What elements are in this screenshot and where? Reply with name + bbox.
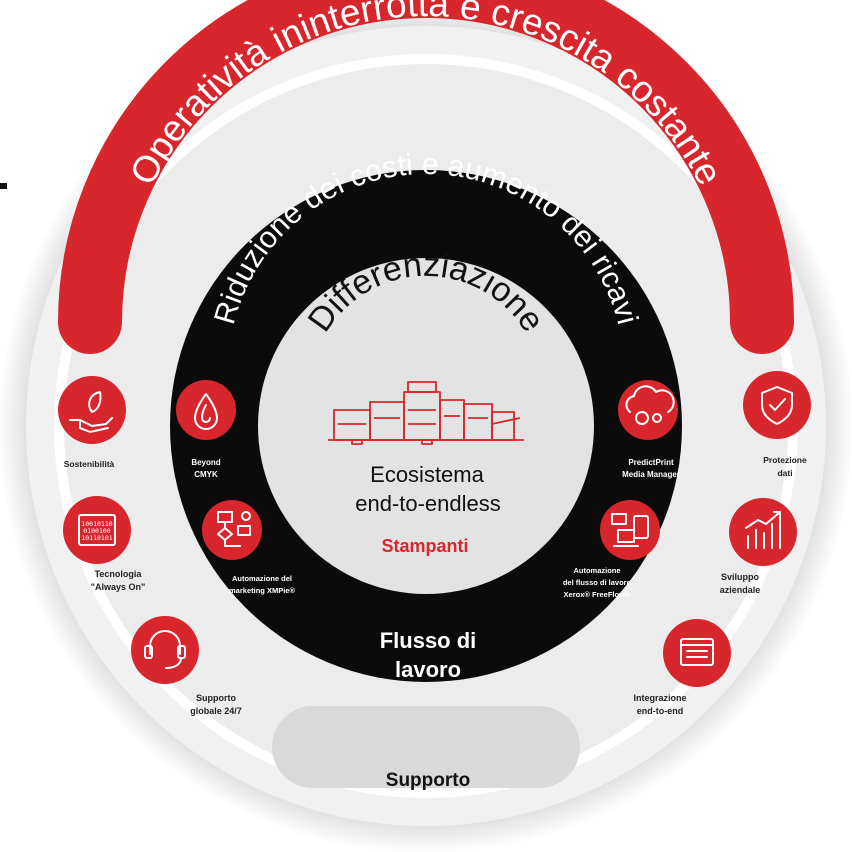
edge-marker xyxy=(0,183,7,189)
center-disc xyxy=(258,258,594,594)
outer-item-label-line: dati xyxy=(777,468,792,478)
outer-item-label-line: Integrazione xyxy=(633,693,686,703)
shield-check-icon xyxy=(761,386,793,425)
inner-item-label-line: Automazione del xyxy=(232,574,292,583)
workflow-label-line1: Flusso di xyxy=(380,628,477,653)
outer-item-always-on: 10010110 0100100 10110101 Tecnologia "Al… xyxy=(63,496,145,592)
inner-item-predictprint: PredictPrint Media Manager xyxy=(618,380,680,479)
monitor-icon xyxy=(680,638,714,666)
outer-item-supporto-globale: Supporto globale 24/7 xyxy=(131,616,242,716)
center-subtitle-line1: Ecosistema xyxy=(370,462,484,487)
outer-item-label-line: end-to-end xyxy=(637,706,684,716)
center-subtitle-line2: end-to-endless xyxy=(355,491,501,516)
outer-red-arc xyxy=(58,0,794,354)
drop-icon xyxy=(194,393,218,430)
inner-item-label-line: Beyond xyxy=(191,458,220,467)
outer-item-label-line: Supporto xyxy=(196,693,236,703)
outer-item-protezione-dati: Protezione dati xyxy=(743,371,811,478)
binary-digits: 10010110 xyxy=(81,520,112,528)
inner-item-beyond-cmyk: Beyond CMYK xyxy=(176,380,236,479)
inner-item-freeflow: Automazione del flusso di lavoro Xerox® … xyxy=(563,500,660,599)
outer-item-label-line: globale 24/7 xyxy=(190,706,242,716)
flowchart-gear-icon xyxy=(217,511,251,547)
outer-item-label-line: Protezione xyxy=(763,455,807,465)
printer-line-icon xyxy=(328,381,524,445)
growth-chart-icon xyxy=(745,511,781,549)
outer-item-label-line: Sviluppo xyxy=(721,572,760,582)
inner-item-label-line: del flusso di lavoro xyxy=(563,578,632,587)
support-pill xyxy=(272,706,580,788)
inner-item-label-line: Xerox® FreeFlow® xyxy=(564,590,631,599)
inner-item-label-line: Automazione xyxy=(573,566,620,575)
binary-digits: 0100100 xyxy=(83,527,110,535)
outer-item-label-line: "Always On" xyxy=(91,582,146,592)
inner-item-label-line: Media Manager xyxy=(622,470,680,479)
workflow-label-line2: lavoro xyxy=(395,657,461,682)
outer-item-sostenibilita: Sostenibilità xyxy=(58,376,126,469)
support-label: Supporto xyxy=(386,770,470,791)
outer-item-label-line: Tecnologia xyxy=(95,569,143,579)
outer-item-sviluppo-aziendale: Sviluppo aziendale xyxy=(720,498,797,595)
binary-digits: 10110101 xyxy=(81,534,112,542)
devices-icon xyxy=(611,513,649,547)
binary-icon: 10010110 0100100 10110101 xyxy=(78,514,116,546)
inner-item-xmpie: Automazione del marketing XMPie® xyxy=(202,500,295,595)
cloud-gears-icon xyxy=(625,385,675,425)
hand-leaf-icon xyxy=(69,391,113,433)
inner-item-label-line: PredictPrint xyxy=(628,458,674,467)
outer-item-label-line: Sostenibilità xyxy=(64,459,115,469)
inner-item-label-line: marketing XMPie® xyxy=(229,586,295,595)
outer-item-integrazione: Integrazione end-to-end xyxy=(633,619,731,716)
outer-item-label-line: aziendale xyxy=(720,585,761,595)
center-highlight: Stampanti xyxy=(381,536,468,556)
headset-icon xyxy=(144,630,186,669)
inner-item-label-line: CMYK xyxy=(194,470,218,479)
